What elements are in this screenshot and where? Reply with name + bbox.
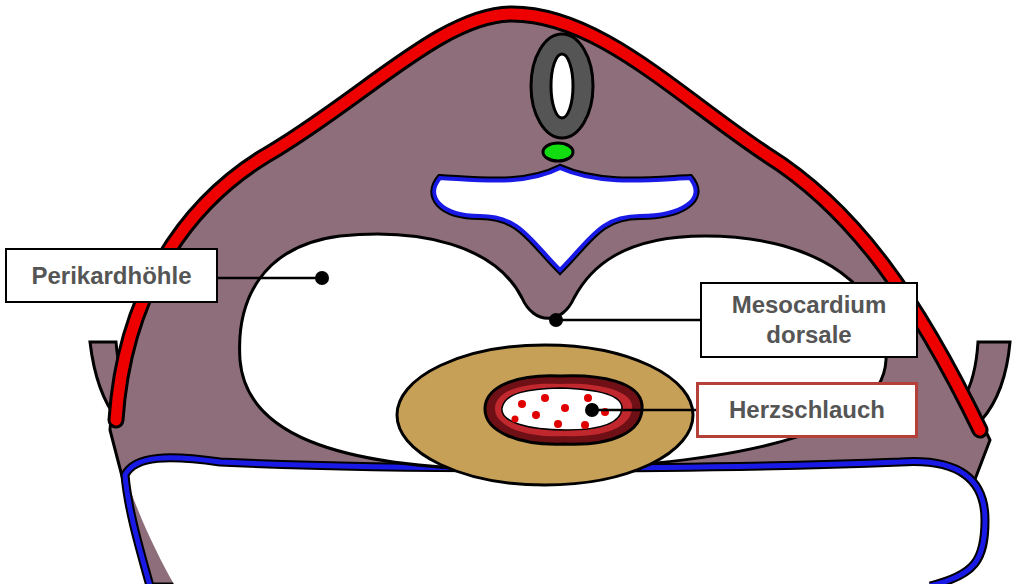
blood-cells — [512, 394, 610, 429]
notochord — [543, 143, 573, 161]
label-text: Mesocardium dorsale — [714, 290, 904, 350]
leader-line — [556, 319, 700, 322]
leader-dot — [315, 271, 329, 285]
label-box: Mesocardium dorsale — [700, 282, 918, 358]
leader-line — [218, 277, 322, 280]
neural-tube — [531, 34, 593, 138]
label-box: Herzschlauch — [696, 382, 918, 438]
leader-dot — [549, 313, 563, 327]
label-box: Perikardhöhle — [5, 248, 218, 303]
label-text: Herzschlauch — [729, 395, 885, 425]
leader-dot — [585, 403, 599, 417]
label-text: Perikardhöhle — [31, 261, 191, 291]
cardiac-mesoderm — [397, 345, 693, 485]
leader-line — [592, 409, 696, 412]
neural-canal — [551, 54, 573, 118]
